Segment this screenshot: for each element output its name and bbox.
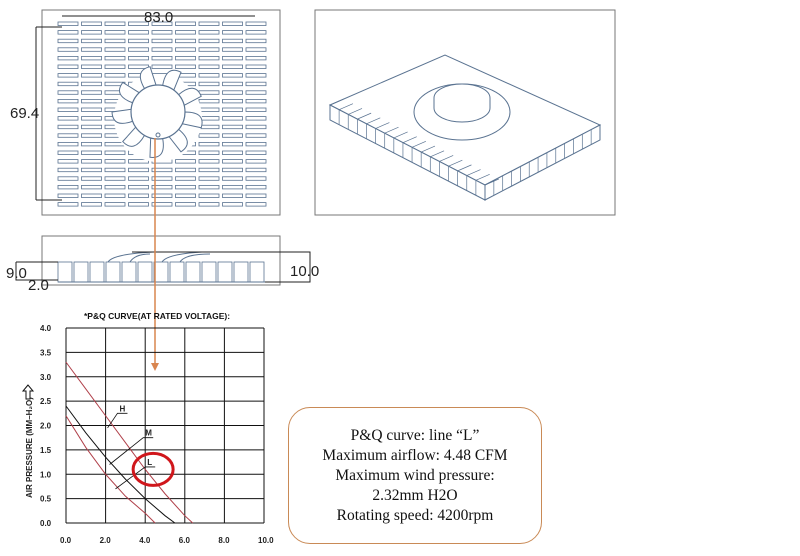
info-line-pressure-value: 2.32mm H2O <box>372 486 458 504</box>
info-line-speed: Rotating speed: 4200rpm <box>336 506 494 524</box>
up-arrow-icon <box>21 384 35 400</box>
curve-label-leader <box>115 466 156 490</box>
x-tick-label: 4.0 <box>139 536 151 545</box>
side-dimension-inner: 2.0 <box>28 277 49 294</box>
x-tick-label: 2.0 <box>100 536 112 545</box>
width-dimension: 83.0 <box>144 9 173 26</box>
orange-arrow <box>151 138 159 371</box>
y-tick-label: 2.0 <box>40 422 52 431</box>
info-line-airflow: Maximum airflow: 4.48 CFM <box>322 446 508 464</box>
x-tick-label: 6.0 <box>179 536 191 545</box>
y-tick-label: 3.0 <box>40 373 52 382</box>
y-tick-label: 4.0 <box>40 324 52 333</box>
curve-L <box>65 415 156 524</box>
curve-label-L: L <box>147 458 152 467</box>
curve-label-leader <box>107 412 128 429</box>
chart-title: *P&Q CURVE(AT RATED VOLTAGE): <box>84 311 230 321</box>
y-tick-label: 1.0 <box>40 470 52 479</box>
x-tick-label: 10.0 <box>258 536 274 545</box>
info-line-curve: P&Q curve: line “L” <box>350 426 480 444</box>
y-tick-label: 1.5 <box>40 446 52 455</box>
y-tick-label: 2.5 <box>40 397 52 406</box>
spec-info-box: P&Q curve: line “L” Maximum airflow: 4.4… <box>288 407 542 544</box>
x-tick-label: 8.0 <box>218 536 230 545</box>
curve-M <box>65 405 176 524</box>
curve-label-M: M <box>145 429 152 438</box>
x-tick-label: 0.0 <box>60 536 72 545</box>
side-dimension-outer: 9.0 <box>6 265 27 282</box>
height-dimension: 69.4 <box>10 105 39 122</box>
highlight-circle <box>131 451 175 487</box>
info-line-pressure-label: Maximum wind pressure: <box>335 466 495 484</box>
y-tick-label: 3.5 <box>40 348 52 357</box>
y-tick-label: 0.5 <box>40 495 52 504</box>
curve-label-leader <box>109 437 154 465</box>
curve-H <box>65 361 194 524</box>
side-view: 9.0 2.0 10.0 <box>6 235 319 294</box>
curve-label-H: H <box>119 404 125 413</box>
side-dimension-right: 10.0 <box>290 263 319 280</box>
y-tick-label: 0.0 <box>40 519 52 528</box>
y-axis-label: AIR PRESSURE (MM–H₂O) <box>25 397 34 498</box>
pq-chart: *P&Q CURVE(AT RATED VOLTAGE): AIR PRESSU… <box>21 311 274 545</box>
isometric-view <box>314 9 616 216</box>
top-view: 69.4 83.0 <box>10 9 281 216</box>
